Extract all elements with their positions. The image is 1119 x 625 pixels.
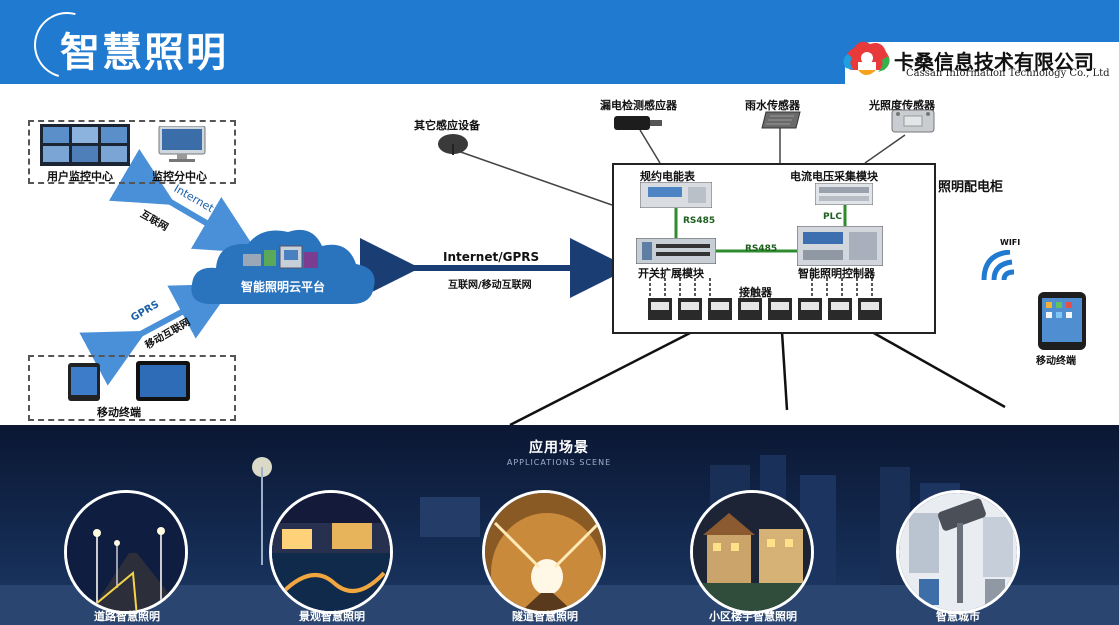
page-title: 智慧照明 xyxy=(60,30,228,76)
light-sensor-line xyxy=(864,134,906,164)
cabinet-title: 照明配电柜 xyxy=(938,180,1004,195)
landscape-lighting-image xyxy=(269,490,393,614)
plc-label: PLC xyxy=(823,212,842,222)
leak-sensor-label: 漏电检测感应器 xyxy=(600,99,677,112)
other-sensor-icon xyxy=(438,134,468,155)
right-mobile-label: 移动终端 xyxy=(1036,356,1076,367)
scene-label-smart-city: 智慧城市 xyxy=(936,610,980,623)
company-logo-icon xyxy=(843,41,890,75)
smart-controller-icon xyxy=(797,226,883,266)
cloud-platform-label: 智能照明云平台 xyxy=(240,280,326,294)
collector-label: 电流电压采集模块 xyxy=(790,170,878,183)
feed-line-mid xyxy=(780,331,789,411)
phone-icon xyxy=(68,363,100,401)
rs485-horizontal-label: RS485 xyxy=(745,244,778,254)
road-lighting-image xyxy=(64,490,188,614)
controller-label: 智能照明控制器 xyxy=(798,267,875,280)
light-sensor-label: 光照度传感器 xyxy=(869,99,935,112)
leak-sensor-line xyxy=(639,129,661,164)
scene-label-tunnel: 隧道智慧照明 xyxy=(512,610,578,623)
tunnel-lighting-image xyxy=(482,490,606,614)
contactor-row-icon xyxy=(648,298,882,320)
main-link-cn-label: 互联网/移动互联网 xyxy=(448,280,532,291)
applications-section: 应用场景 APPLICATIONS SCENE xyxy=(0,425,1119,625)
rain-sensor-icon xyxy=(761,111,801,129)
logo-panel xyxy=(845,42,1119,86)
community-lighting-image xyxy=(690,490,814,614)
mobile-terminal-left-label: 移动终端 xyxy=(97,406,141,419)
company-name-cn: 卡桑信息技术有限公司 xyxy=(894,50,1094,74)
main-link-en-label: Internet/GPRS xyxy=(443,250,540,264)
energy-meter-icon xyxy=(640,182,712,208)
switch-module-label: 开关扩展模块 xyxy=(638,267,704,280)
other-sensor-label: 其它感应设备 xyxy=(414,119,480,132)
sub-monitor-center-label: 监控分中心 xyxy=(152,170,207,183)
contactor-label: 接触器 xyxy=(739,286,772,299)
gprs-link-arrow xyxy=(79,283,235,386)
company-name-en: Cassan Information Technology Co., Ltd xyxy=(906,68,1110,79)
video-wall-icon xyxy=(40,124,130,166)
wifi-label: WIFI xyxy=(1000,238,1021,247)
mobile-terminal-box xyxy=(28,355,236,421)
collector-module-icon xyxy=(815,183,873,205)
light-sensor-icon xyxy=(891,109,935,133)
tablet-icon xyxy=(136,361,190,401)
scene-label-road: 道路智慧照明 xyxy=(94,610,160,623)
user-monitor-center-label: 用户监控中心 xyxy=(47,170,113,183)
leak-sensor-icon xyxy=(614,116,662,130)
desktop-computer-icon xyxy=(158,126,206,162)
right-phone-icon xyxy=(1038,292,1086,350)
switch-module-icon xyxy=(636,238,716,264)
rain-sensor-label: 雨水传感器 xyxy=(745,99,800,112)
rs485-vertical-label: RS485 xyxy=(683,216,716,226)
applications-title: 应用场景 xyxy=(529,440,589,456)
wifi-icon xyxy=(981,250,1015,281)
applications-subtitle: APPLICATIONS SCENE xyxy=(506,458,612,467)
smart-city-image xyxy=(896,490,1020,614)
feed-line-left xyxy=(509,330,693,427)
meter-label: 规约电能表 xyxy=(640,170,695,183)
scene-label-community: 小区楼宇智慧照明 xyxy=(709,610,797,623)
other-sensor-line xyxy=(454,149,613,206)
scene-label-landscape: 景观智慧照明 xyxy=(299,610,365,623)
feed-line-right xyxy=(871,330,1006,409)
cloud-platform-icon xyxy=(191,229,375,304)
monitor-center-box xyxy=(28,120,236,184)
internet-link-arrow xyxy=(108,148,258,254)
